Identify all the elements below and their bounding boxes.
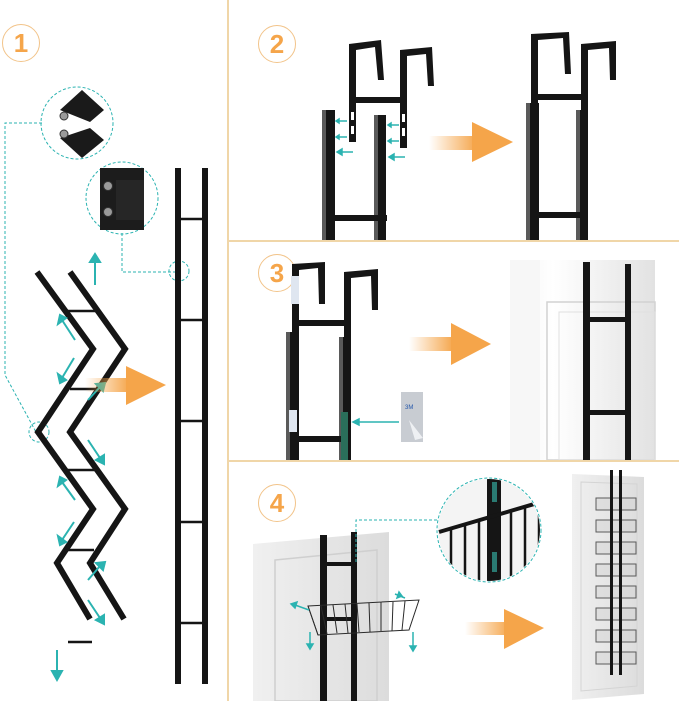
horizontal-divider-1 (227, 240, 679, 242)
step-2-panel: 2 (229, 0, 679, 240)
joint-magnifier-ring (85, 161, 159, 235)
step-1-panel: 1 (0, 0, 227, 701)
step-1-number: 1 (13, 27, 29, 58)
step-3-number: 3 (269, 257, 285, 288)
frame-with-pads-icon (286, 262, 378, 460)
door-with-basket-icon (253, 532, 420, 701)
joint-detail-icon (100, 168, 144, 230)
basket-hook-detail-icon (438, 479, 540, 581)
horizontal-divider-2 (227, 460, 679, 462)
step-1-badge: 1 (2, 24, 40, 62)
vertical-divider (227, 0, 229, 701)
door-with-eight-baskets-icon (572, 470, 644, 700)
callout-line-joint (121, 233, 176, 273)
zigzag-frame-icon (34, 270, 129, 621)
step-1-illustration (4, 86, 208, 684)
arrow-right-icon (85, 366, 166, 405)
step-3-panel: 3 (229, 242, 679, 460)
step-2-illustration (322, 32, 616, 240)
wire-basket-icon (307, 599, 420, 636)
door-with-frame-icon (510, 260, 656, 460)
arrow-right-icon (429, 122, 513, 162)
arrow-right-icon (465, 609, 544, 649)
basket-guide-arrows-icon (289, 590, 418, 653)
arrow-right-icon (409, 323, 491, 365)
basket-hook-magnifier-ring (436, 477, 542, 583)
step-3-badge: 3 (258, 254, 296, 292)
callout-line-hinge (4, 122, 42, 433)
callout-line-basket (355, 519, 440, 562)
adhesive-pad-green (341, 412, 348, 460)
hooks-icon (349, 40, 434, 148)
hinge-magnifier-ring (40, 86, 114, 160)
hinge-detail-icon (59, 90, 104, 158)
unfold-arrows-icon (50, 252, 107, 683)
assembled-frame-icon (526, 32, 616, 240)
adhesive-pad-strips (289, 276, 299, 432)
adhesive-pad-icon: 3M (401, 392, 423, 442)
step-4-illustration (253, 470, 644, 701)
step-4-panel: 4 (229, 462, 679, 701)
insert-arrows-icon (334, 117, 405, 162)
step-4-badge: 4 (258, 484, 296, 522)
frame-posts-icon (322, 110, 387, 240)
step-3-illustration: 3M (286, 260, 656, 460)
svg-text:3M: 3M (405, 405, 413, 411)
straight-frame-icon (175, 168, 208, 684)
step-2-badge: 2 (258, 25, 296, 63)
step-2-number: 2 (269, 28, 285, 59)
step-4-number: 4 (269, 487, 285, 518)
